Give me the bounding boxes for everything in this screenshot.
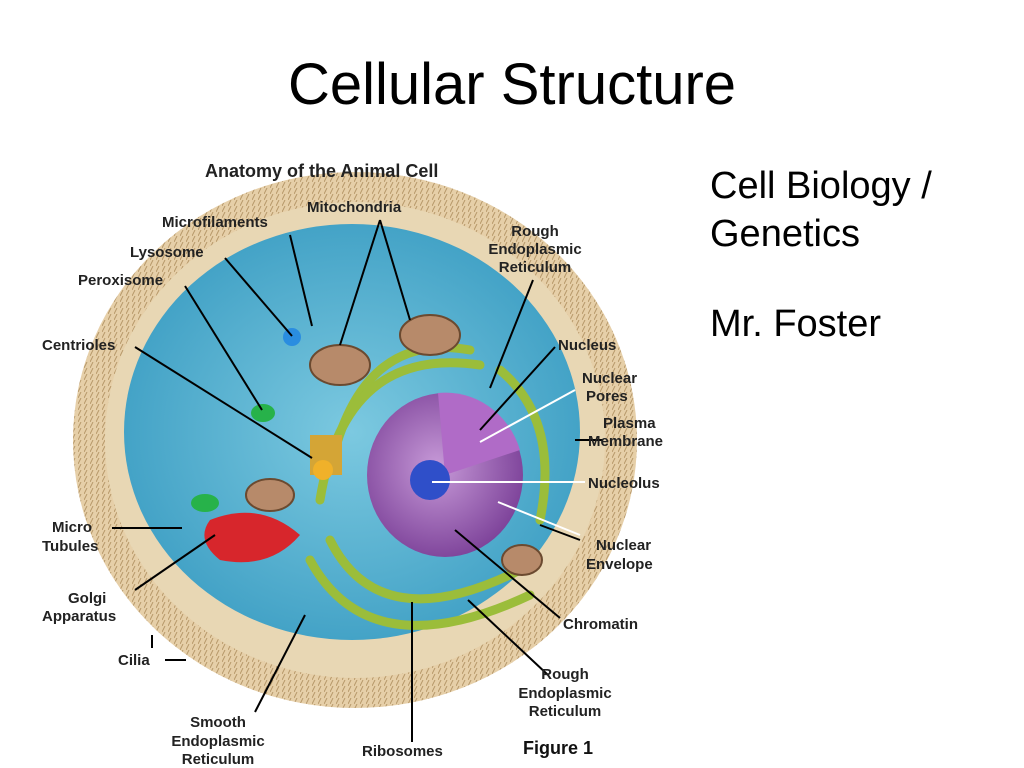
label-nuclear-pores-2: Pores <box>586 388 628 405</box>
label-nuclear-envelope-2: Envelope <box>586 556 653 573</box>
label-nuclear-envelope-1: Nuclear <box>596 537 651 554</box>
label-mitochondria: Mitochondria <box>307 199 402 216</box>
figure-heading: Anatomy of the Animal Cell <box>205 161 438 181</box>
label-rough-er-bottom-3: Reticulum <box>529 703 602 720</box>
label-micro-tubules-2: Tubules <box>42 538 98 555</box>
mitochondrion-shape <box>501 544 543 576</box>
slide-title: Cellular Structure <box>287 52 737 117</box>
label-micro-tubules-1: Micro <box>52 519 92 536</box>
label-cilia: Cilia <box>118 652 150 669</box>
mitochondrion-shape <box>245 478 295 512</box>
label-rough-er-top-2: Endoplasmic <box>488 241 581 258</box>
peroxisome-shape <box>251 404 275 422</box>
mitochondrion-shape <box>399 314 461 356</box>
label-ribosomes: Ribosomes <box>362 743 443 760</box>
teacher-name: Mr. Foster <box>710 303 882 345</box>
nucleus-cutaway <box>438 392 520 475</box>
label-golgi-1: Golgi <box>68 590 106 607</box>
label-rough-er-top-1: Rough <box>511 223 558 240</box>
leader-lines <box>112 219 602 742</box>
slide-subtitle: Cell Biology / Genetics <box>710 165 932 255</box>
label-smooth-er-2: Endoplasmic <box>171 733 264 750</box>
nucleolus-shape <box>410 460 450 500</box>
label-nuclear-pores-1: Nuclear <box>582 370 637 387</box>
label-plasma-membrane-1: Plasma <box>603 415 656 432</box>
golgi-shape <box>204 512 300 563</box>
centriole-shape <box>310 435 342 480</box>
figure-caption: Figure 1 <box>523 738 593 758</box>
figure-labels: Microfilaments Mitochondria Lysosome Per… <box>42 199 663 768</box>
label-lysosome: Lysosome <box>130 244 204 261</box>
animal-cell-diagram: Anatomy of the Animal Cell Microfilament… <box>42 161 663 768</box>
label-nucleus: Nucleus <box>558 337 616 354</box>
label-chromatin: Chromatin <box>563 616 638 633</box>
label-centrioles: Centrioles <box>42 337 115 354</box>
label-golgi-2: Apparatus <box>42 608 116 625</box>
mitochondrion-shape <box>309 344 371 386</box>
label-rough-er-bottom-2: Endoplasmic <box>518 685 611 702</box>
label-nucleolus: Nucleolus <box>588 475 660 492</box>
label-microfilaments: Microfilaments <box>162 214 268 231</box>
peroxisome-shape <box>191 494 219 512</box>
label-smooth-er-1: Smooth <box>190 714 246 731</box>
label-rough-er-bottom-1: Rough <box>541 666 588 683</box>
label-rough-er-top-3: Reticulum <box>499 259 572 276</box>
label-smooth-er-3: Reticulum <box>182 751 255 768</box>
lysosome-shape <box>283 328 301 346</box>
label-peroxisome: Peroxisome <box>78 272 163 289</box>
label-plasma-membrane-2: Membrane <box>588 433 663 450</box>
